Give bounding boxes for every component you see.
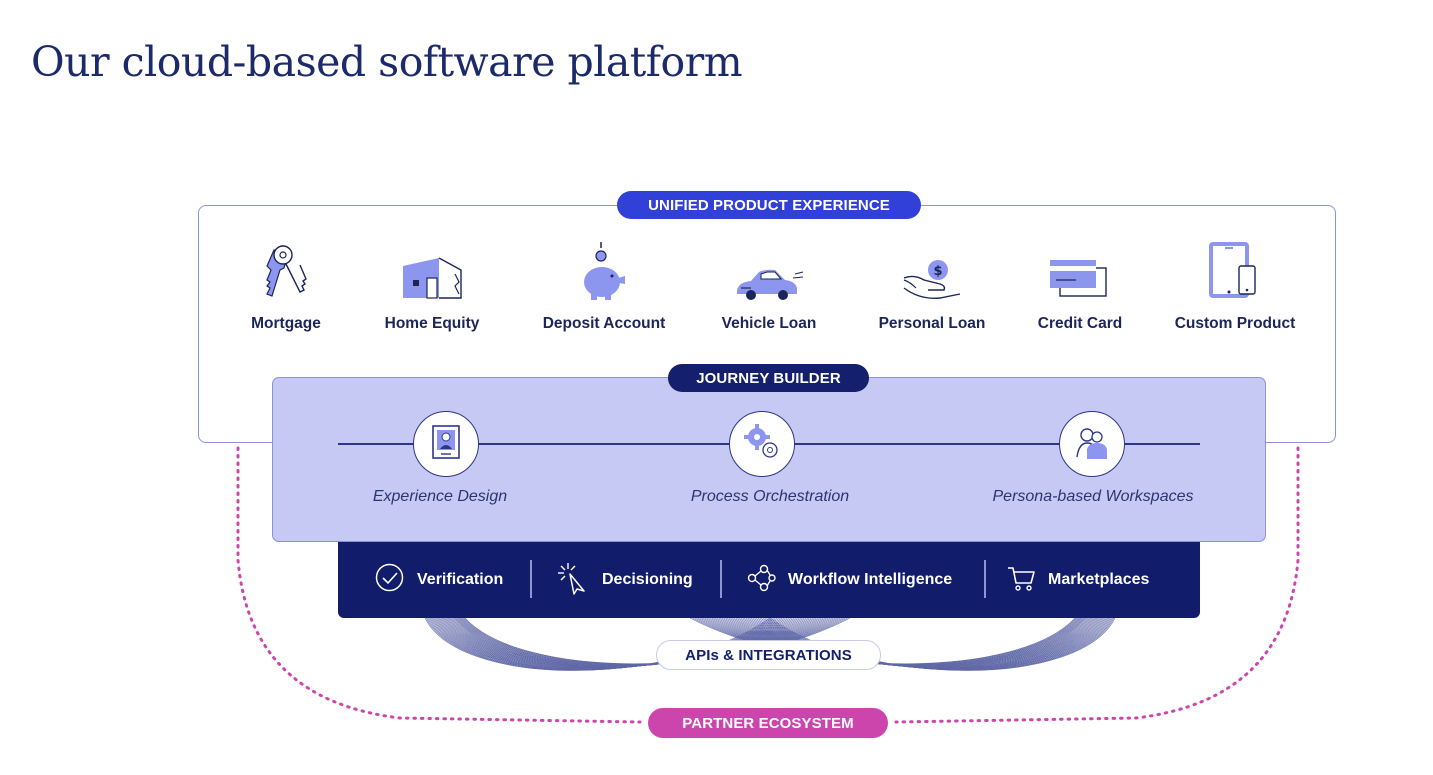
svg-text:$: $ [933,264,942,279]
product-label: Deposit Account [542,315,666,332]
product-vehicle-loan[interactable]: Vehicle Loan [699,232,839,333]
capability-decisioning[interactable]: Decisioning [556,562,693,598]
product-home-equity[interactable]: Home Equity [362,232,502,333]
gears-icon [742,422,782,467]
stage-experience-design-node[interactable] [413,411,479,477]
product-mortgage[interactable]: Mortgage [216,232,356,333]
hand-coin-icon: $ [862,232,1002,302]
cursor-click-icon [556,561,590,600]
capabilities-bar [338,542,1200,618]
product-label: Personal Loan [878,315,986,332]
product-deposit-account[interactable]: Deposit Account [534,232,674,333]
cart-icon [1006,563,1036,598]
capability-marketplaces[interactable]: Marketplaces [1006,562,1149,598]
keys-icon [216,232,356,302]
capability-divider [984,560,986,598]
capability-label: Verification [417,571,504,588]
journey-builder-label: JOURNEY BUILDER [668,364,869,392]
product-label: Home Equity [384,315,480,332]
unified-product-experience-label: UNIFIED PRODUCT EXPERIENCE [617,191,921,219]
partner-ecosystem-label: PARTNER ECOSYSTEM [648,708,888,738]
stage-process-orchestration-node[interactable] [729,411,795,477]
stage-label: Persona-based Workspaces [992,488,1194,505]
id-card-icon [431,424,461,465]
capability-divider [530,560,532,598]
capability-workflow-intelligence[interactable]: Workflow Intelligence [746,562,952,598]
product-label: Vehicle Loan [721,315,817,332]
house-icon [362,232,502,302]
capability-verification[interactable]: Verification [374,562,503,598]
car-icon [699,232,839,302]
workflow-icon [746,563,776,598]
product-personal-loan[interactable]: $ Personal Loan [862,232,1002,333]
capability-label: Workflow Intelligence [788,571,953,588]
product-custom-product[interactable]: Custom Product [1165,232,1305,333]
product-label: Mortgage [251,315,321,332]
piggy-bank-icon [534,232,674,302]
capability-label: Marketplaces [1048,571,1150,588]
capability-label: Decisioning [602,571,693,588]
apis-integrations-label: APIs & INTEGRATIONS [656,640,881,670]
page-title: Our cloud-based software platform [31,38,743,86]
people-icon [1073,423,1111,466]
check-circle-icon [374,562,405,598]
credit-card-icon [1010,232,1150,302]
stage-label: Process Orchestration [690,488,850,505]
product-label: Custom Product [1174,315,1296,332]
product-credit-card[interactable]: Credit Card [1010,232,1150,333]
capability-divider [720,560,722,598]
stage-persona-workspaces-node[interactable] [1059,411,1125,477]
devices-icon [1165,232,1305,302]
stage-label: Experience Design [372,488,508,505]
product-label: Credit Card [1037,315,1123,332]
